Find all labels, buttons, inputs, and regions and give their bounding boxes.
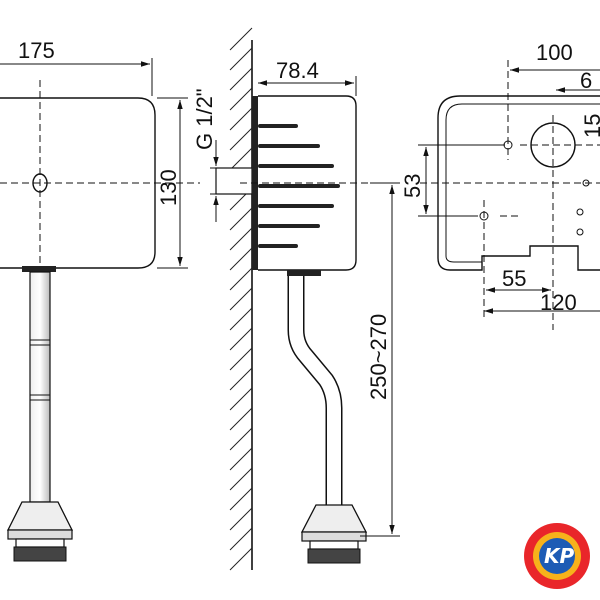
side-view: G 1/2" 78.4 250~270 — [192, 58, 400, 564]
cooling-fin — [258, 124, 298, 128]
wall-hatch-line — [229, 527, 253, 551]
wall-hatch-line — [229, 147, 253, 171]
back-plate-outline — [437, 95, 600, 271]
back-view: 53 100 6 15 55 120 — [400, 40, 600, 330]
side-thread — [307, 548, 361, 564]
cooling-fin — [258, 144, 320, 148]
back-height-label: 15 — [580, 114, 600, 138]
front-thread — [13, 546, 67, 562]
wall-hatch-line — [229, 407, 253, 431]
wall-hatch-line — [229, 327, 253, 351]
pipe-length-label: 250~270 — [366, 314, 391, 400]
kp-logo: KP — [524, 523, 590, 589]
wall-hatch-line — [229, 487, 253, 511]
wall-hatch-line — [229, 347, 253, 371]
back-hole-x-label: 55 — [502, 266, 526, 291]
wall-hatch-line — [229, 127, 253, 151]
cooling-fin — [258, 164, 334, 168]
back-width-label: 100 — [536, 40, 573, 65]
cooling-fin — [258, 224, 320, 228]
wall-hatch-line — [229, 447, 253, 471]
logo-text: KP — [544, 544, 574, 568]
wall-hatch-line — [229, 227, 253, 251]
wall-hatch-line — [229, 27, 253, 51]
wall-hatch-line — [229, 547, 253, 571]
side-cooling-fins — [258, 124, 340, 248]
wall-hatch-line — [229, 307, 253, 331]
wall-hatch-line — [229, 467, 253, 491]
sensor-window — [32, 173, 48, 193]
wall-hatch-line — [229, 247, 253, 271]
front-view: 175 130 — [0, 38, 200, 562]
wall-hatch-line — [229, 267, 253, 291]
side-inlet-thread — [215, 167, 253, 195]
front-width-label: 175 — [18, 38, 55, 63]
front-outlet-collar — [22, 266, 56, 272]
wall-hatch-line — [229, 507, 253, 531]
cooling-fin — [258, 204, 334, 208]
thread-size-label: G 1/2" — [192, 88, 217, 150]
front-height-label: 130 — [156, 169, 181, 206]
wall-section — [229, 27, 253, 571]
front-pipe-nut — [6, 501, 74, 531]
wall-hatch-line — [229, 107, 253, 131]
wall-hatch-line — [229, 207, 253, 231]
back-total-label: 120 — [540, 290, 577, 315]
wall-hatch-line — [229, 67, 253, 91]
wall-hatch-line — [229, 47, 253, 71]
cooling-fin — [258, 244, 298, 248]
side-depth-label: 78.4 — [276, 58, 319, 83]
side-pipe-nut — [300, 504, 368, 533]
wall-hatch-line — [229, 367, 253, 391]
front-pipe — [29, 271, 51, 503]
wall-hatch-line — [229, 287, 253, 311]
wall-hatch-line — [229, 387, 253, 411]
cooling-fin — [258, 184, 340, 188]
wall-hatch-line — [229, 87, 253, 111]
back-offset-label: 53 — [400, 174, 425, 198]
wall-hatch-line — [229, 427, 253, 451]
back-width-2-label: 6 — [580, 68, 592, 93]
